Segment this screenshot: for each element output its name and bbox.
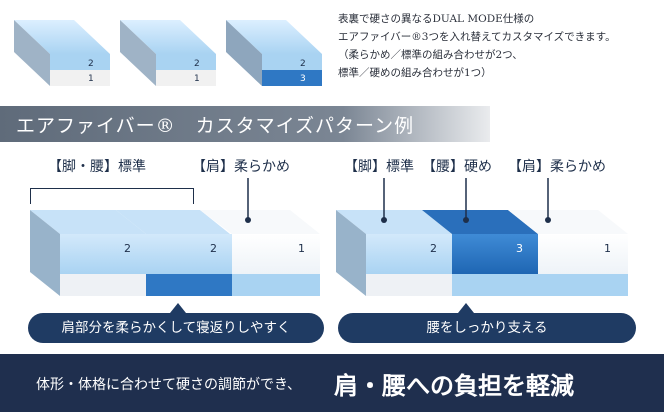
right-segment-waist: 3: [422, 210, 538, 296]
top-block-2-lower: 1: [194, 74, 200, 84]
right-segment-shoulder: 1: [508, 210, 628, 296]
right-segment-waist-number: 3: [516, 242, 523, 255]
top-block-3-upper: 2: [300, 59, 306, 69]
left-segment-shoulder-number: 1: [298, 242, 305, 255]
description-line-2: エアファイバー®3つを入れ替えてカスタマイズできます。: [338, 31, 616, 43]
bottom-text-adjust: 体形・体格に合わせて硬さの調節ができ、: [36, 377, 302, 393]
right-caption-pill: 腰をしっかり支える: [338, 313, 636, 343]
left-segment-waist: 2: [116, 210, 232, 296]
left-segment-leg-number: 2: [124, 242, 131, 255]
right-segment-leg-number: 2: [430, 242, 437, 255]
top-block-1-lower: 1: [88, 74, 94, 84]
pattern-title: エアファイバー® カスタマイズパターン例: [16, 115, 415, 137]
customize-description: 表裏で硬さの異なるDUAL MODE仕様の エアファイバー®3つを入れ替えてカス…: [338, 10, 658, 82]
left-caption-pill: 肩部分を柔らかくして寝返りしやすく: [28, 313, 324, 343]
top-block-illustrations: 2 1 2 1 2 3: [14, 20, 322, 86]
right-mattress-pattern: 2 3 1: [336, 178, 628, 296]
label-shoulder-soft-right: 【肩】柔らかめ: [508, 159, 606, 175]
label-leg-standard: 【脚】標準: [344, 159, 414, 175]
right-leg-pointer-dot: [381, 217, 387, 223]
left-segment-waist-number: 2: [210, 242, 217, 255]
top-block-1-upper: 2: [88, 59, 94, 69]
description-line-3: （柔らかめ／標準の組み合わせが2つ、: [338, 49, 523, 61]
right-segment-shoulder-number: 1: [604, 242, 611, 255]
description-line-1: 表裏で硬さの異なるDUAL MODE仕様の: [338, 13, 535, 25]
right-caption-tail: [458, 303, 474, 313]
leg-waist-bracket: [30, 188, 194, 204]
bottom-benefit-bar: 体形・体格に合わせて硬さの調節ができ、 肩・腰への負担を軽減: [0, 354, 664, 412]
description-line-4: 標準／硬めの組み合わせが1つ）: [338, 67, 492, 79]
right-shoulder-pointer-dot: [545, 217, 551, 223]
left-segment-shoulder: 1: [200, 210, 320, 296]
right-waist-pointer-dot: [463, 217, 469, 223]
left-caption-tail: [170, 303, 186, 313]
left-shoulder-pointer-dot: [245, 217, 251, 223]
pattern-title-band: エアファイバー® カスタマイズパターン例: [0, 106, 490, 142]
bottom-text-reduce-burden: 肩・腰への負担を軽減: [334, 371, 574, 400]
top-block-3-lower: 3: [300, 74, 306, 84]
label-waist-hard: 【腰】硬め: [422, 159, 492, 175]
label-leg-waist-standard: 【脚・腰】標準: [48, 159, 146, 175]
top-block-3: 2 3: [226, 20, 322, 86]
top-block-1: 2 1: [14, 20, 110, 86]
right-segment-leg: 2: [336, 210, 452, 296]
left-segment-leg: 2: [30, 210, 146, 296]
left-mattress-pattern: 2 2 1: [30, 178, 320, 296]
label-shoulder-soft-left: 【肩】柔らかめ: [192, 159, 290, 175]
top-block-2: 2 1: [120, 20, 216, 86]
top-block-2-upper: 2: [194, 59, 200, 69]
